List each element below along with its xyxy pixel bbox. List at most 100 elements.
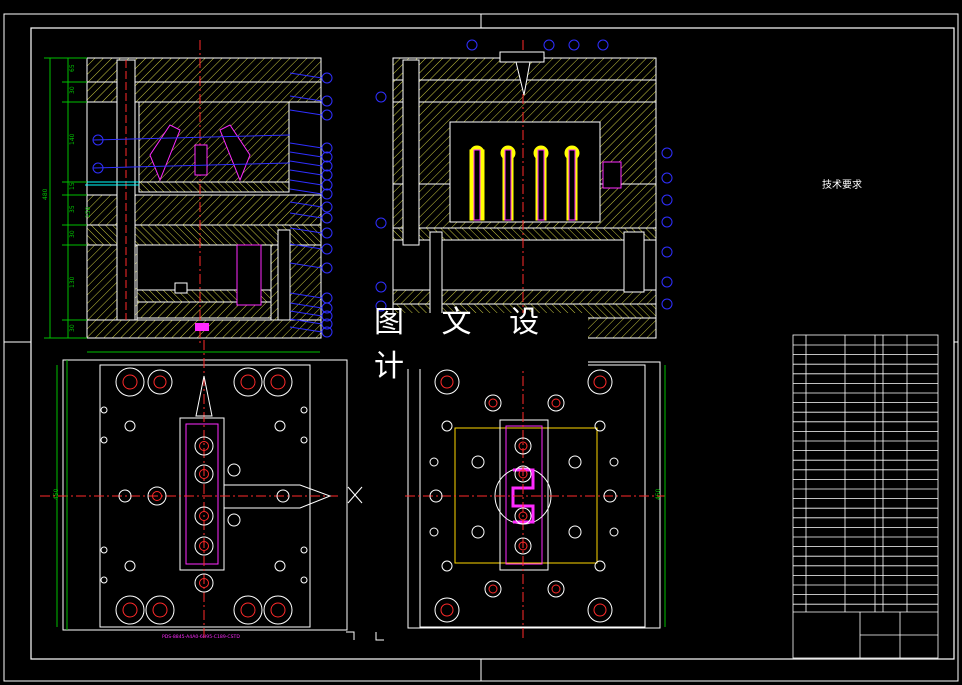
plan-hole-left-24 (100, 546, 108, 554)
plan-hole-right-inner-2 (440, 603, 454, 617)
plan-hole-right-inner-15 (518, 469, 528, 479)
balloon-right-4 (568, 39, 580, 51)
balloon-right-14 (661, 298, 673, 310)
plan-hole-right-18 (471, 455, 485, 469)
plan-hole-left-26 (300, 406, 308, 414)
plan-hole-left-11 (274, 420, 286, 432)
plan-hole-left-inner-15 (199, 441, 209, 451)
balloon-left-12 (321, 243, 333, 255)
left-plan-view: 450 PDS-8845-A4A0-6H95-C189-CSTD (40, 340, 348, 640)
balloon-right-10 (661, 194, 673, 206)
plan-hole-right-12 (441, 560, 453, 572)
dim-plan-left-label: 450 (53, 488, 60, 500)
balloon-left-10 (321, 212, 333, 224)
balloon-right-8 (661, 147, 673, 159)
left-dimension-labels: 65 30 140 15 35 150 30 130 30 480 (42, 64, 92, 332)
leader-left-9 (289, 201, 323, 208)
plan-hole-left-inner-14 (152, 491, 162, 501)
dim-label-3: 140 (69, 133, 76, 145)
balloon-right-7 (543, 39, 555, 51)
leader-left-12 (289, 243, 323, 250)
leader-left-6 (289, 169, 323, 176)
plan-hole-right-2 (434, 597, 460, 623)
plan-hole-right-4 (484, 394, 502, 412)
plan-hole-left-23 (100, 436, 108, 444)
plan-hole-right-11 (594, 420, 606, 432)
plan-hole-left-inner-0 (122, 374, 138, 390)
dim-label-2: 30 (69, 86, 76, 94)
balloon-right-13 (661, 276, 673, 288)
leader-left-5 (289, 160, 323, 167)
balloon-right-12 (661, 246, 673, 258)
plan-hole-left-15 (194, 436, 214, 456)
plan-hole-left-0 (115, 367, 145, 397)
plan-hole-right-22 (429, 457, 439, 467)
left-plan-circles (100, 367, 308, 625)
plan-hole-left-22 (100, 406, 108, 414)
right-plan-view: 450 (405, 340, 666, 640)
plan-hole-right-inner-17 (518, 541, 528, 551)
plan-hole-right-25 (609, 527, 619, 537)
plan-hole-right-8 (429, 489, 443, 503)
leader-left-13 (289, 262, 323, 269)
plan-hole-right-inner-4 (488, 398, 498, 408)
plan-hole-right-15 (514, 465, 532, 483)
plan-hole-right-23 (609, 457, 619, 467)
plan-hole-left-inner-6 (152, 602, 168, 618)
plan-hole-right-10 (441, 420, 453, 432)
dim-label-8: 130 (69, 276, 76, 288)
plan-hole-left-17 (194, 506, 214, 526)
balloon-right-11 (661, 216, 673, 228)
leader-left-18 (289, 326, 323, 333)
plan-hole-left-25 (100, 576, 108, 584)
balloon-right-9 (661, 172, 673, 184)
plan-hole-right-7 (547, 580, 565, 598)
plan-hole-right-inner-1 (593, 375, 607, 389)
plan-hole-left-inner-4 (122, 602, 138, 618)
plan-hole-left-7 (233, 595, 263, 625)
balloon-left-14 (321, 292, 333, 304)
tech-requirements-title: 技术要求 (822, 180, 862, 191)
dim-label-4: 15 (69, 182, 76, 190)
leader-left-19 (92, 134, 291, 141)
balloons (92, 39, 673, 338)
plan-hole-left-inner-1 (270, 374, 286, 390)
plan-hole-left-16 (194, 464, 214, 484)
balloon-left-0 (321, 72, 333, 84)
plan-hole-left-27 (300, 436, 308, 444)
plan-hole-left-inner-2 (240, 374, 256, 390)
plan-hole-left-29 (300, 576, 308, 584)
plan-hole-right-inner-16 (518, 511, 528, 521)
plan-hole-left-21 (227, 513, 241, 527)
dim-label-7: 30 (69, 230, 76, 238)
plan-hole-right-13 (594, 560, 606, 572)
bottom-part-label: PDS-8845-A4A0-6H95-C189-CSTD (162, 634, 240, 640)
dim-label-5: 35 (69, 205, 76, 213)
plan-hole-right-3 (587, 597, 613, 623)
leader-left-4 (289, 151, 323, 158)
plan-hole-right-inner-3 (593, 603, 607, 617)
plan-hole-left-13 (274, 560, 286, 572)
leader-left-17 (289, 318, 323, 325)
balloon-right-6 (466, 39, 478, 51)
plan-hole-left-1 (263, 367, 293, 397)
plan-hole-right-9 (603, 489, 617, 503)
leader-left-20 (92, 162, 291, 169)
dim-label-1: 65 (69, 64, 76, 72)
plan-hole-left-inner-3 (153, 375, 167, 389)
plan-hole-left-14 (147, 486, 167, 506)
plan-hole-left-18 (194, 536, 214, 556)
balloon-left-13 (321, 262, 333, 274)
dim-label-10: 480 (42, 188, 49, 200)
leader-left-10 (289, 212, 323, 219)
plan-hole-right-inner-6 (488, 584, 498, 594)
watermark-banner: 图 文 设 计 (374, 305, 588, 384)
plan-hole-right-inner-14 (518, 441, 528, 451)
drawing-frame (3, 13, 959, 682)
left-dimensions (44, 57, 87, 339)
balloon-right-5 (597, 39, 609, 51)
balloon-right-3 (375, 300, 387, 312)
plan-hole-left-12 (124, 560, 136, 572)
plan-hole-right-21 (568, 525, 582, 539)
